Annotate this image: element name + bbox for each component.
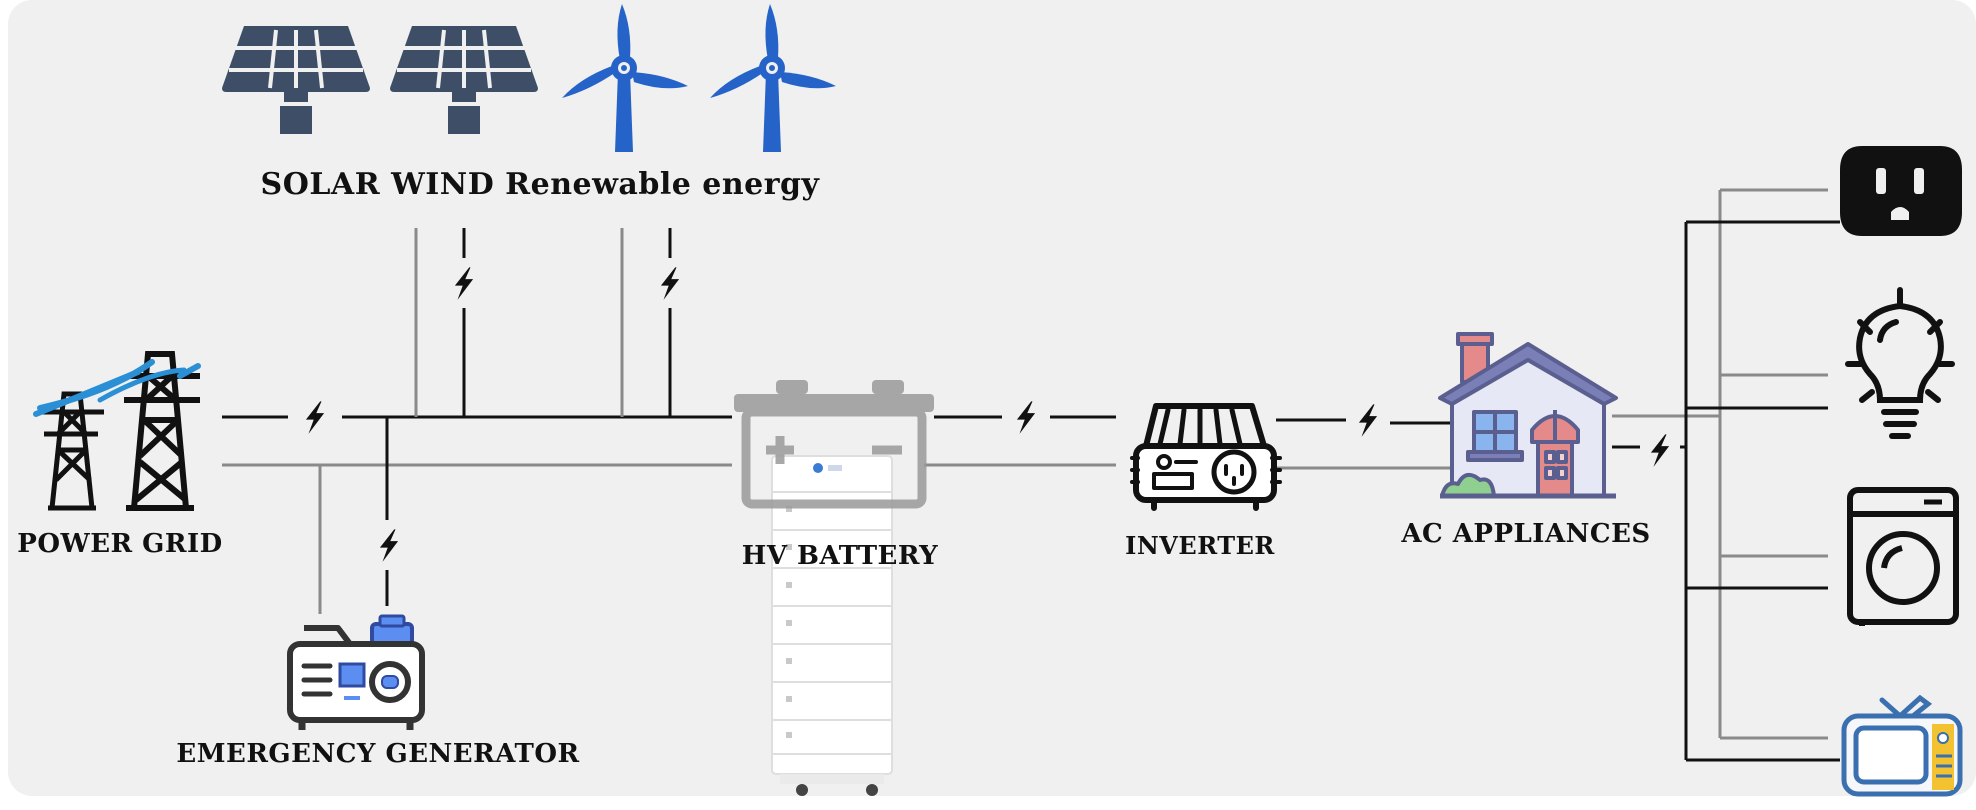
- wind-turbine-icon: [710, 4, 836, 152]
- light-bulb-icon: [1845, 287, 1955, 439]
- bolt-grid: [305, 401, 325, 434]
- bolt-appliances: [1650, 434, 1670, 467]
- solar-panel-icon: [222, 26, 370, 134]
- bolt-generator: [379, 529, 399, 562]
- bolt-wind: [660, 267, 680, 300]
- outlet-icon: [1840, 146, 1962, 236]
- house-icon: [1438, 332, 1618, 499]
- ac-appliances-label: AC APPLIANCES: [1400, 519, 1650, 549]
- solar-panel-icon: [390, 26, 538, 134]
- wind-turbine-icon: [562, 4, 688, 152]
- bolt-inverter: [1016, 401, 1036, 434]
- power-tower-icon: [33, 351, 201, 511]
- bolt-house: [1358, 404, 1378, 437]
- battery-icon: [734, 380, 934, 509]
- bolt-solar: [454, 267, 474, 300]
- hv-battery-label: HV BATTERY: [742, 541, 938, 571]
- renewable-energy-label: SOLAR WIND Renewable energy: [261, 167, 821, 202]
- generator-icon: [287, 614, 425, 730]
- emergency-generator-label: EMERGENCY GENERATOR: [176, 739, 579, 769]
- battery-stack: [771, 455, 893, 796]
- washing-machine-icon: [1847, 487, 1959, 626]
- inverter-label: INVERTER: [1125, 531, 1275, 560]
- power-grid-label: POWER GRID: [17, 529, 222, 559]
- tv-icon: [1841, 694, 1963, 797]
- inverter-icon: [1130, 403, 1282, 511]
- connection-lines: [222, 188, 1840, 762]
